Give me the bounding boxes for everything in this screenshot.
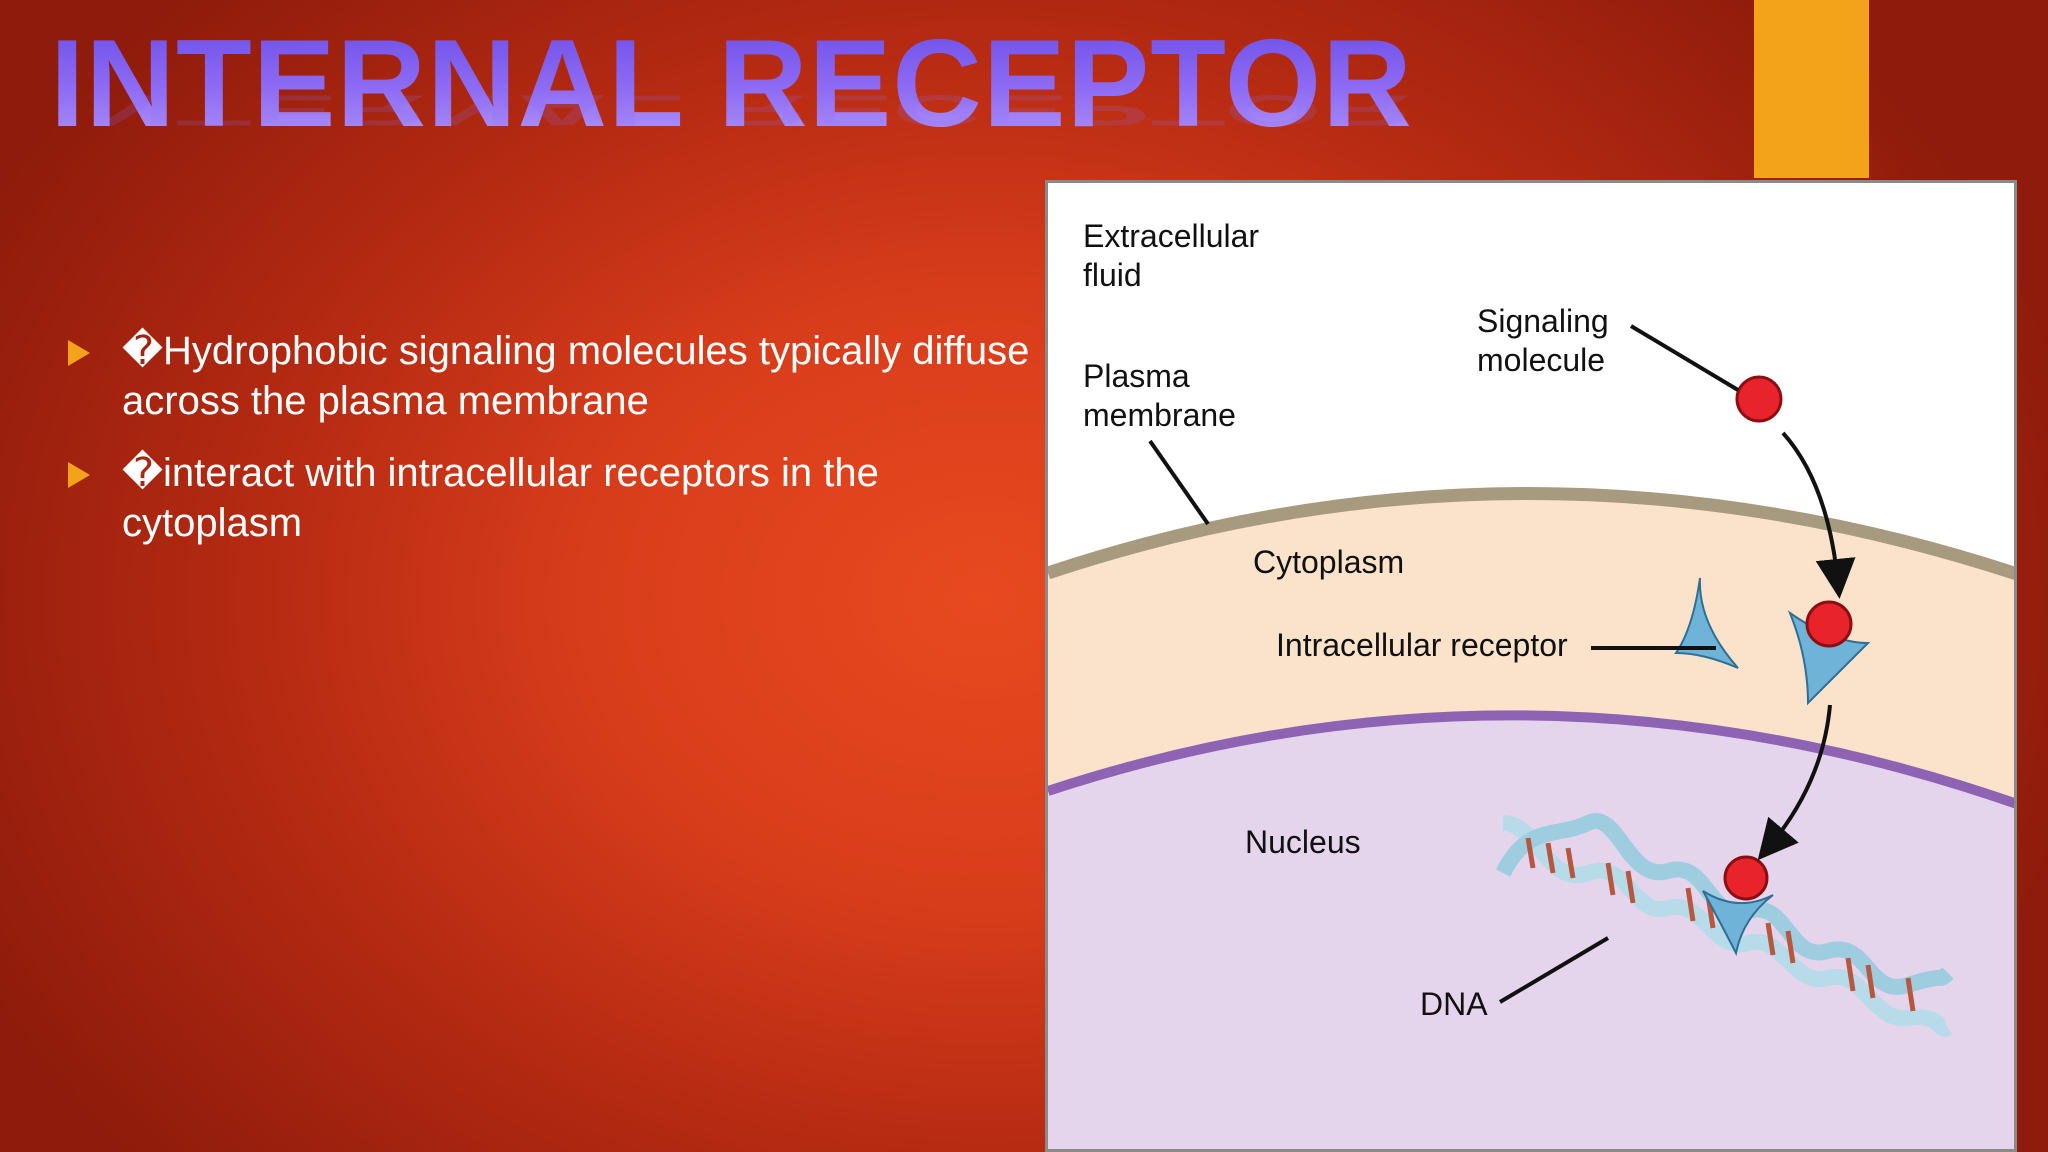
- cytoplasm-bound-ligand: [1805, 600, 1853, 648]
- signaling-molecule-dot: [1735, 375, 1783, 423]
- bullet-list: �Hydrophobic signaling molecules typical…: [62, 326, 1052, 570]
- bullet-arrow-icon: [68, 462, 90, 488]
- receptor-diagram: Extracellular fluid Plasma membrane Sign…: [1045, 180, 2017, 1152]
- bullet-item: �interact with intracellular receptors i…: [62, 448, 1052, 548]
- plasma-membrane: [1048, 487, 2014, 580]
- dna-bound-ligand: [1723, 855, 1769, 901]
- label-intracellular-receptor: Intracellular receptor: [1276, 627, 1568, 663]
- slide-title: INTERNAL RECEPTOR: [50, 15, 1413, 153]
- bullet-arrow-icon: [68, 340, 90, 366]
- accent-bar: [1754, 0, 1869, 178]
- label-cytoplasm: Cytoplasm: [1253, 544, 1405, 580]
- label-dna: DNA: [1420, 986, 1488, 1022]
- signaling-leader-line: [1629, 324, 1740, 392]
- bullet-text: �Hydrophobic signaling molecules typical…: [122, 329, 1030, 423]
- diagram-illustration: [1048, 324, 2014, 1149]
- dna-bound-receptor: [1702, 890, 1774, 957]
- bullet-text: �interact with intracellular receptors i…: [122, 451, 879, 545]
- intracellular-receptor-shape: [1674, 577, 1739, 669]
- nucleus-arrow: [1757, 704, 1832, 861]
- label-nucleus: Nucleus: [1245, 824, 1361, 860]
- label-plasma-membrane: Plasma membrane: [1083, 358, 1236, 433]
- label-extracellular-fluid: Extracellular fluid: [1083, 218, 1260, 293]
- dna-leader-line: [1498, 936, 1610, 1004]
- bullet-item: �Hydrophobic signaling molecules typical…: [62, 326, 1052, 426]
- nuclear-envelope: [1048, 710, 2014, 809]
- nucleus-region: [1048, 715, 2014, 1149]
- entry-arrow: [1781, 431, 1856, 599]
- membrane-leader-line: [1148, 439, 1210, 526]
- label-signaling-molecule: Signaling molecule: [1477, 303, 1609, 378]
